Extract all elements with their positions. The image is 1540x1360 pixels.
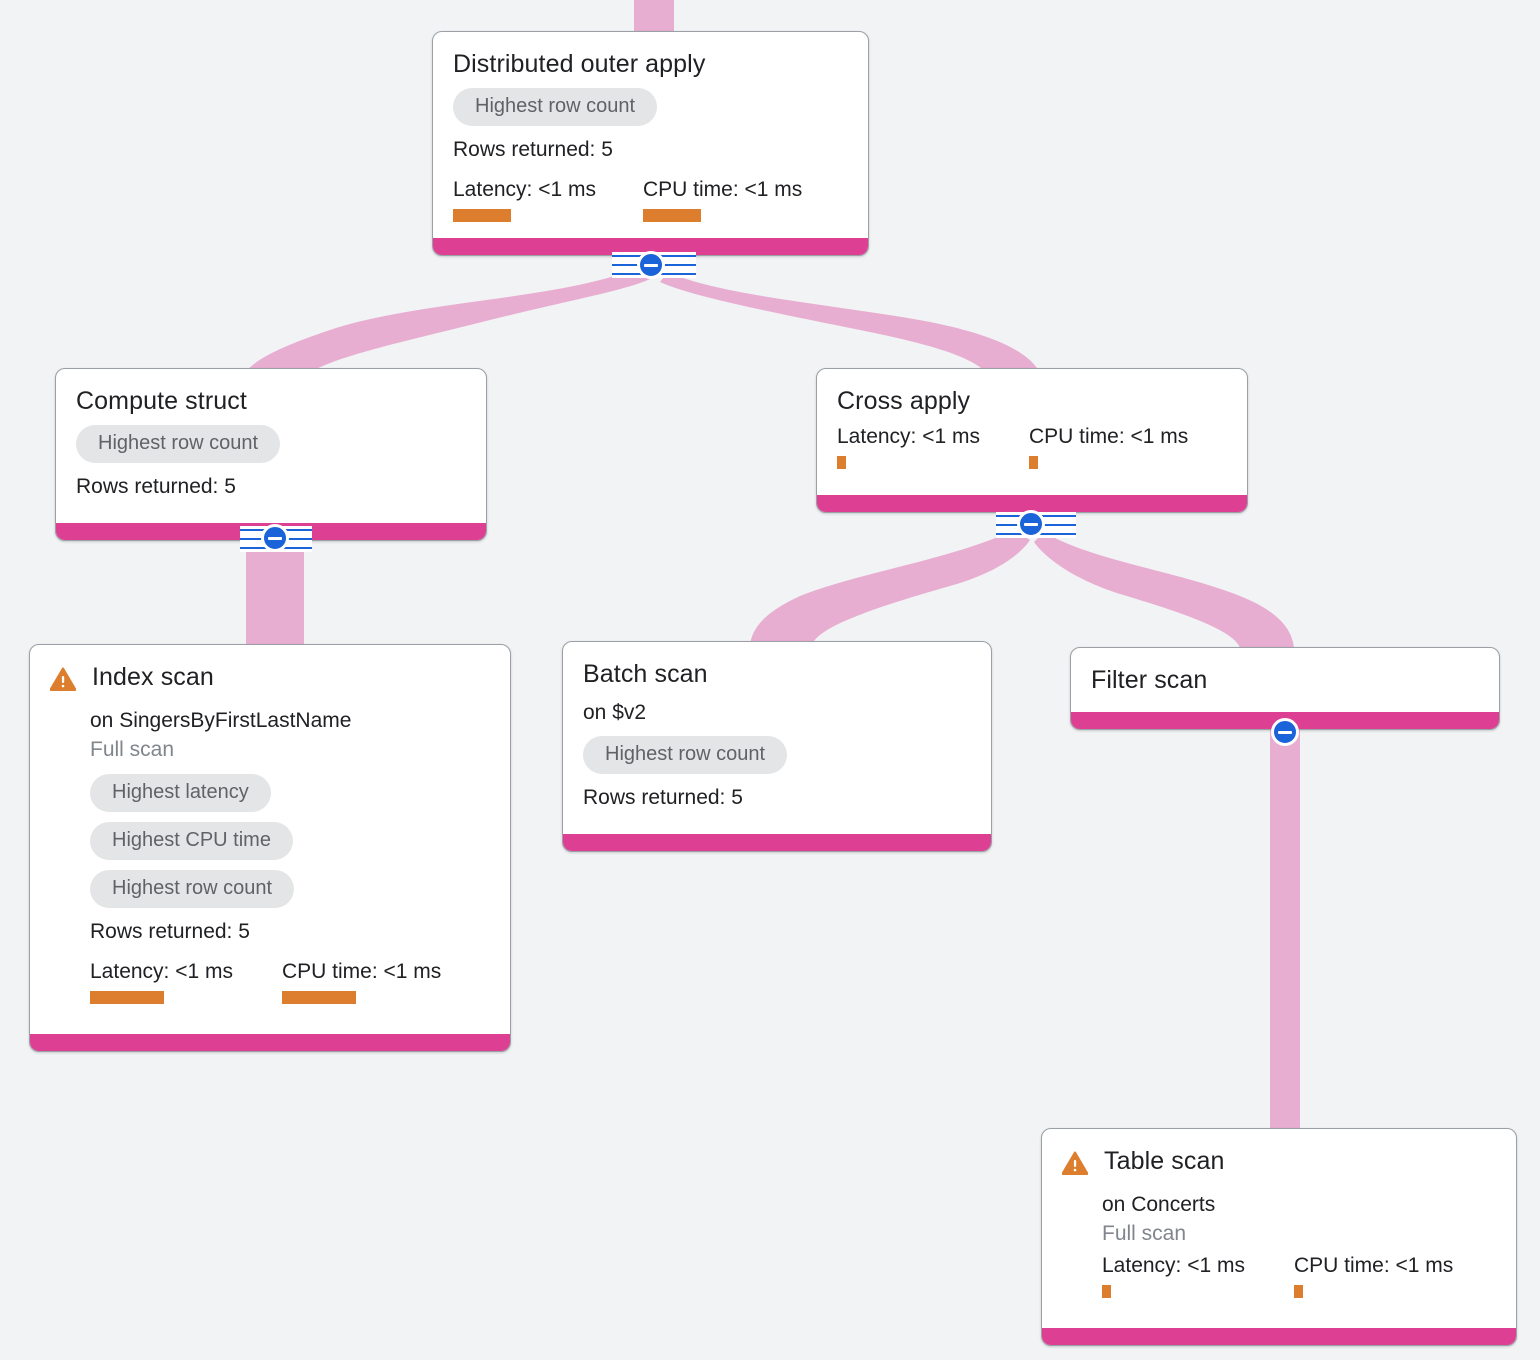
- metric-latency-label: Latency: <1 ms: [1102, 1253, 1245, 1277]
- node-metrics: Latency: <1 ms CPU time: <1 ms: [453, 178, 848, 222]
- scan-type: Full scan: [1102, 1222, 1187, 1246]
- node-accent-bar: [1042, 1327, 1516, 1345]
- metric-latency-label: Latency: <1 ms: [837, 425, 980, 448]
- node-badges: Highest row count: [453, 88, 848, 126]
- edge-root-to-cross-apply: [660, 272, 1042, 378]
- node-title: Batch scan: [583, 660, 708, 688]
- node-accent-bar: [30, 1033, 510, 1051]
- warning-triangle-icon: [1061, 1151, 1089, 1180]
- node-accent-bar: [433, 238, 868, 255]
- node-body: Distributed outer apply Highest row coun…: [433, 32, 868, 238]
- metric-cpu-time: CPU time: <1 ms: [1029, 425, 1188, 469]
- metric-cpu-bar: [1294, 1284, 1303, 1298]
- node-index-scan[interactable]: Index scan on SingersByFirstLastName Ful…: [29, 644, 511, 1052]
- metric-cpu-time: CPU time: <1 ms: [282, 960, 441, 1004]
- node-metrics: Latency: <1 ms CPU time: <1 ms: [1102, 1254, 1496, 1298]
- scan-target: on SingersByFirstLastName: [90, 709, 352, 732]
- scan-target: on Concerts: [1102, 1193, 1216, 1216]
- rows-returned: Rows returned: 5: [90, 919, 250, 943]
- metric-cpu-bar: [643, 209, 701, 222]
- node-compute-struct[interactable]: Compute struct Highest row count Rows re…: [55, 368, 487, 541]
- metric-latency-bar: [837, 456, 846, 469]
- node-body: Table scan on Concerts Full scan Latency…: [1042, 1129, 1516, 1328]
- metric-latency: Latency: <1 ms: [90, 960, 282, 1004]
- metric-latency: Latency: <1 ms: [1102, 1254, 1294, 1298]
- node-body: Cross apply Latency: <1 ms CPU time: <1 …: [817, 369, 1247, 495]
- badge-highest-row-count: Highest row count: [453, 88, 658, 126]
- edge-filter-scan-to-table-scan: [1270, 725, 1300, 1145]
- metric-cpu-label: CPU time: <1 ms: [282, 959, 442, 983]
- node-title: Compute struct: [76, 387, 247, 415]
- badge-highest-row-count: Highest row count: [90, 869, 295, 908]
- rows-returned: Rows returned: 5: [453, 138, 613, 161]
- edge-cross-apply-to-filter-scan: [1034, 532, 1294, 648]
- node-title-row: Compute struct: [76, 387, 466, 415]
- collapse-toggle-compute-struct[interactable]: [261, 524, 289, 552]
- node-title: Index scan: [92, 663, 214, 691]
- node-badges: Highest latency Highest CPU time Highest…: [90, 773, 490, 908]
- node-metrics: Latency: <1 ms CPU time: <1 ms: [837, 425, 1227, 469]
- edge-root-to-compute-struct: [240, 268, 652, 382]
- node-title: Filter scan: [1091, 666, 1208, 694]
- node-title: Distributed outer apply: [453, 50, 706, 78]
- node-badges: Highest row count: [76, 425, 466, 463]
- metric-latency: Latency: <1 ms: [837, 425, 1029, 469]
- badge-highest-row-count: Highest row count: [76, 425, 281, 463]
- metric-cpu-label: CPU time: <1 ms: [1029, 425, 1189, 448]
- node-body: Index scan on SingersByFirstLastName Ful…: [30, 645, 510, 1034]
- badge-highest-cpu-time: Highest CPU time: [90, 821, 293, 860]
- node-body: Compute struct Highest row count Rows re…: [56, 369, 486, 523]
- warning-triangle-icon: [49, 667, 77, 696]
- rows-returned: Rows returned: 5: [583, 786, 743, 810]
- metric-latency-bar: [453, 209, 511, 222]
- node-badges: Highest row count: [583, 736, 971, 775]
- node-title-row: Distributed outer apply: [453, 50, 848, 78]
- metric-cpu-time: CPU time: <1 ms: [1294, 1254, 1453, 1298]
- collapse-toggle-distributed-outer-apply[interactable]: [637, 251, 665, 279]
- node-accent-bar: [817, 495, 1247, 512]
- metric-latency-bar: [90, 990, 164, 1004]
- node-table-scan[interactable]: Table scan on Concerts Full scan Latency…: [1041, 1128, 1517, 1346]
- metric-cpu-label: CPU time: <1 ms: [643, 178, 803, 201]
- node-title-row: Table scan: [1061, 1147, 1496, 1180]
- node-title: Cross apply: [837, 387, 971, 415]
- node-title: Table scan: [1104, 1147, 1225, 1175]
- node-cross-apply[interactable]: Cross apply Latency: <1 ms CPU time: <1 …: [816, 368, 1248, 513]
- badge-highest-latency: Highest latency: [90, 773, 271, 812]
- metric-latency-label: Latency: <1 ms: [90, 959, 233, 983]
- metric-cpu-bar: [1029, 456, 1038, 469]
- node-filter-scan[interactable]: Filter scan: [1070, 647, 1500, 730]
- metric-latency: Latency: <1 ms: [453, 178, 643, 222]
- scan-target: on $v2: [583, 701, 647, 724]
- node-title-row: Batch scan: [583, 660, 971, 688]
- scan-type: Full scan: [90, 738, 175, 762]
- node-details: on SingersByFirstLastName Full scan High…: [50, 708, 490, 1004]
- metric-cpu-time: CPU time: <1 ms: [643, 178, 802, 222]
- rows-returned: Rows returned: 5: [76, 475, 236, 498]
- node-batch-scan[interactable]: Batch scan on $v2 Highest row count Rows…: [562, 641, 992, 853]
- metric-cpu-label: CPU time: <1 ms: [1294, 1253, 1454, 1277]
- node-distributed-outer-apply[interactable]: Distributed outer apply Highest row coun…: [432, 31, 869, 256]
- node-title-row: Cross apply: [837, 387, 1227, 415]
- metric-latency-bar: [1102, 1284, 1111, 1298]
- collapse-toggle-cross-apply[interactable]: [1017, 510, 1045, 538]
- node-body: Filter scan: [1071, 648, 1499, 712]
- collapse-toggle-filter-scan[interactable]: [1271, 718, 1299, 746]
- node-title-row: Index scan: [49, 663, 490, 696]
- metric-latency-label: Latency: <1 ms: [453, 178, 596, 201]
- node-title-row: Filter scan: [1091, 666, 1479, 694]
- edge-cross-apply-to-batch-scan: [750, 530, 1030, 645]
- node-details: on Concerts Full scan Latency: <1 ms CPU…: [1062, 1192, 1496, 1298]
- node-metrics: Latency: <1 ms CPU time: <1 ms: [90, 960, 490, 1004]
- node-body: Batch scan on $v2 Highest row count Rows…: [563, 642, 991, 834]
- node-accent-bar: [563, 834, 991, 852]
- metric-cpu-bar: [282, 990, 356, 1004]
- badge-highest-row-count: Highest row count: [583, 736, 788, 775]
